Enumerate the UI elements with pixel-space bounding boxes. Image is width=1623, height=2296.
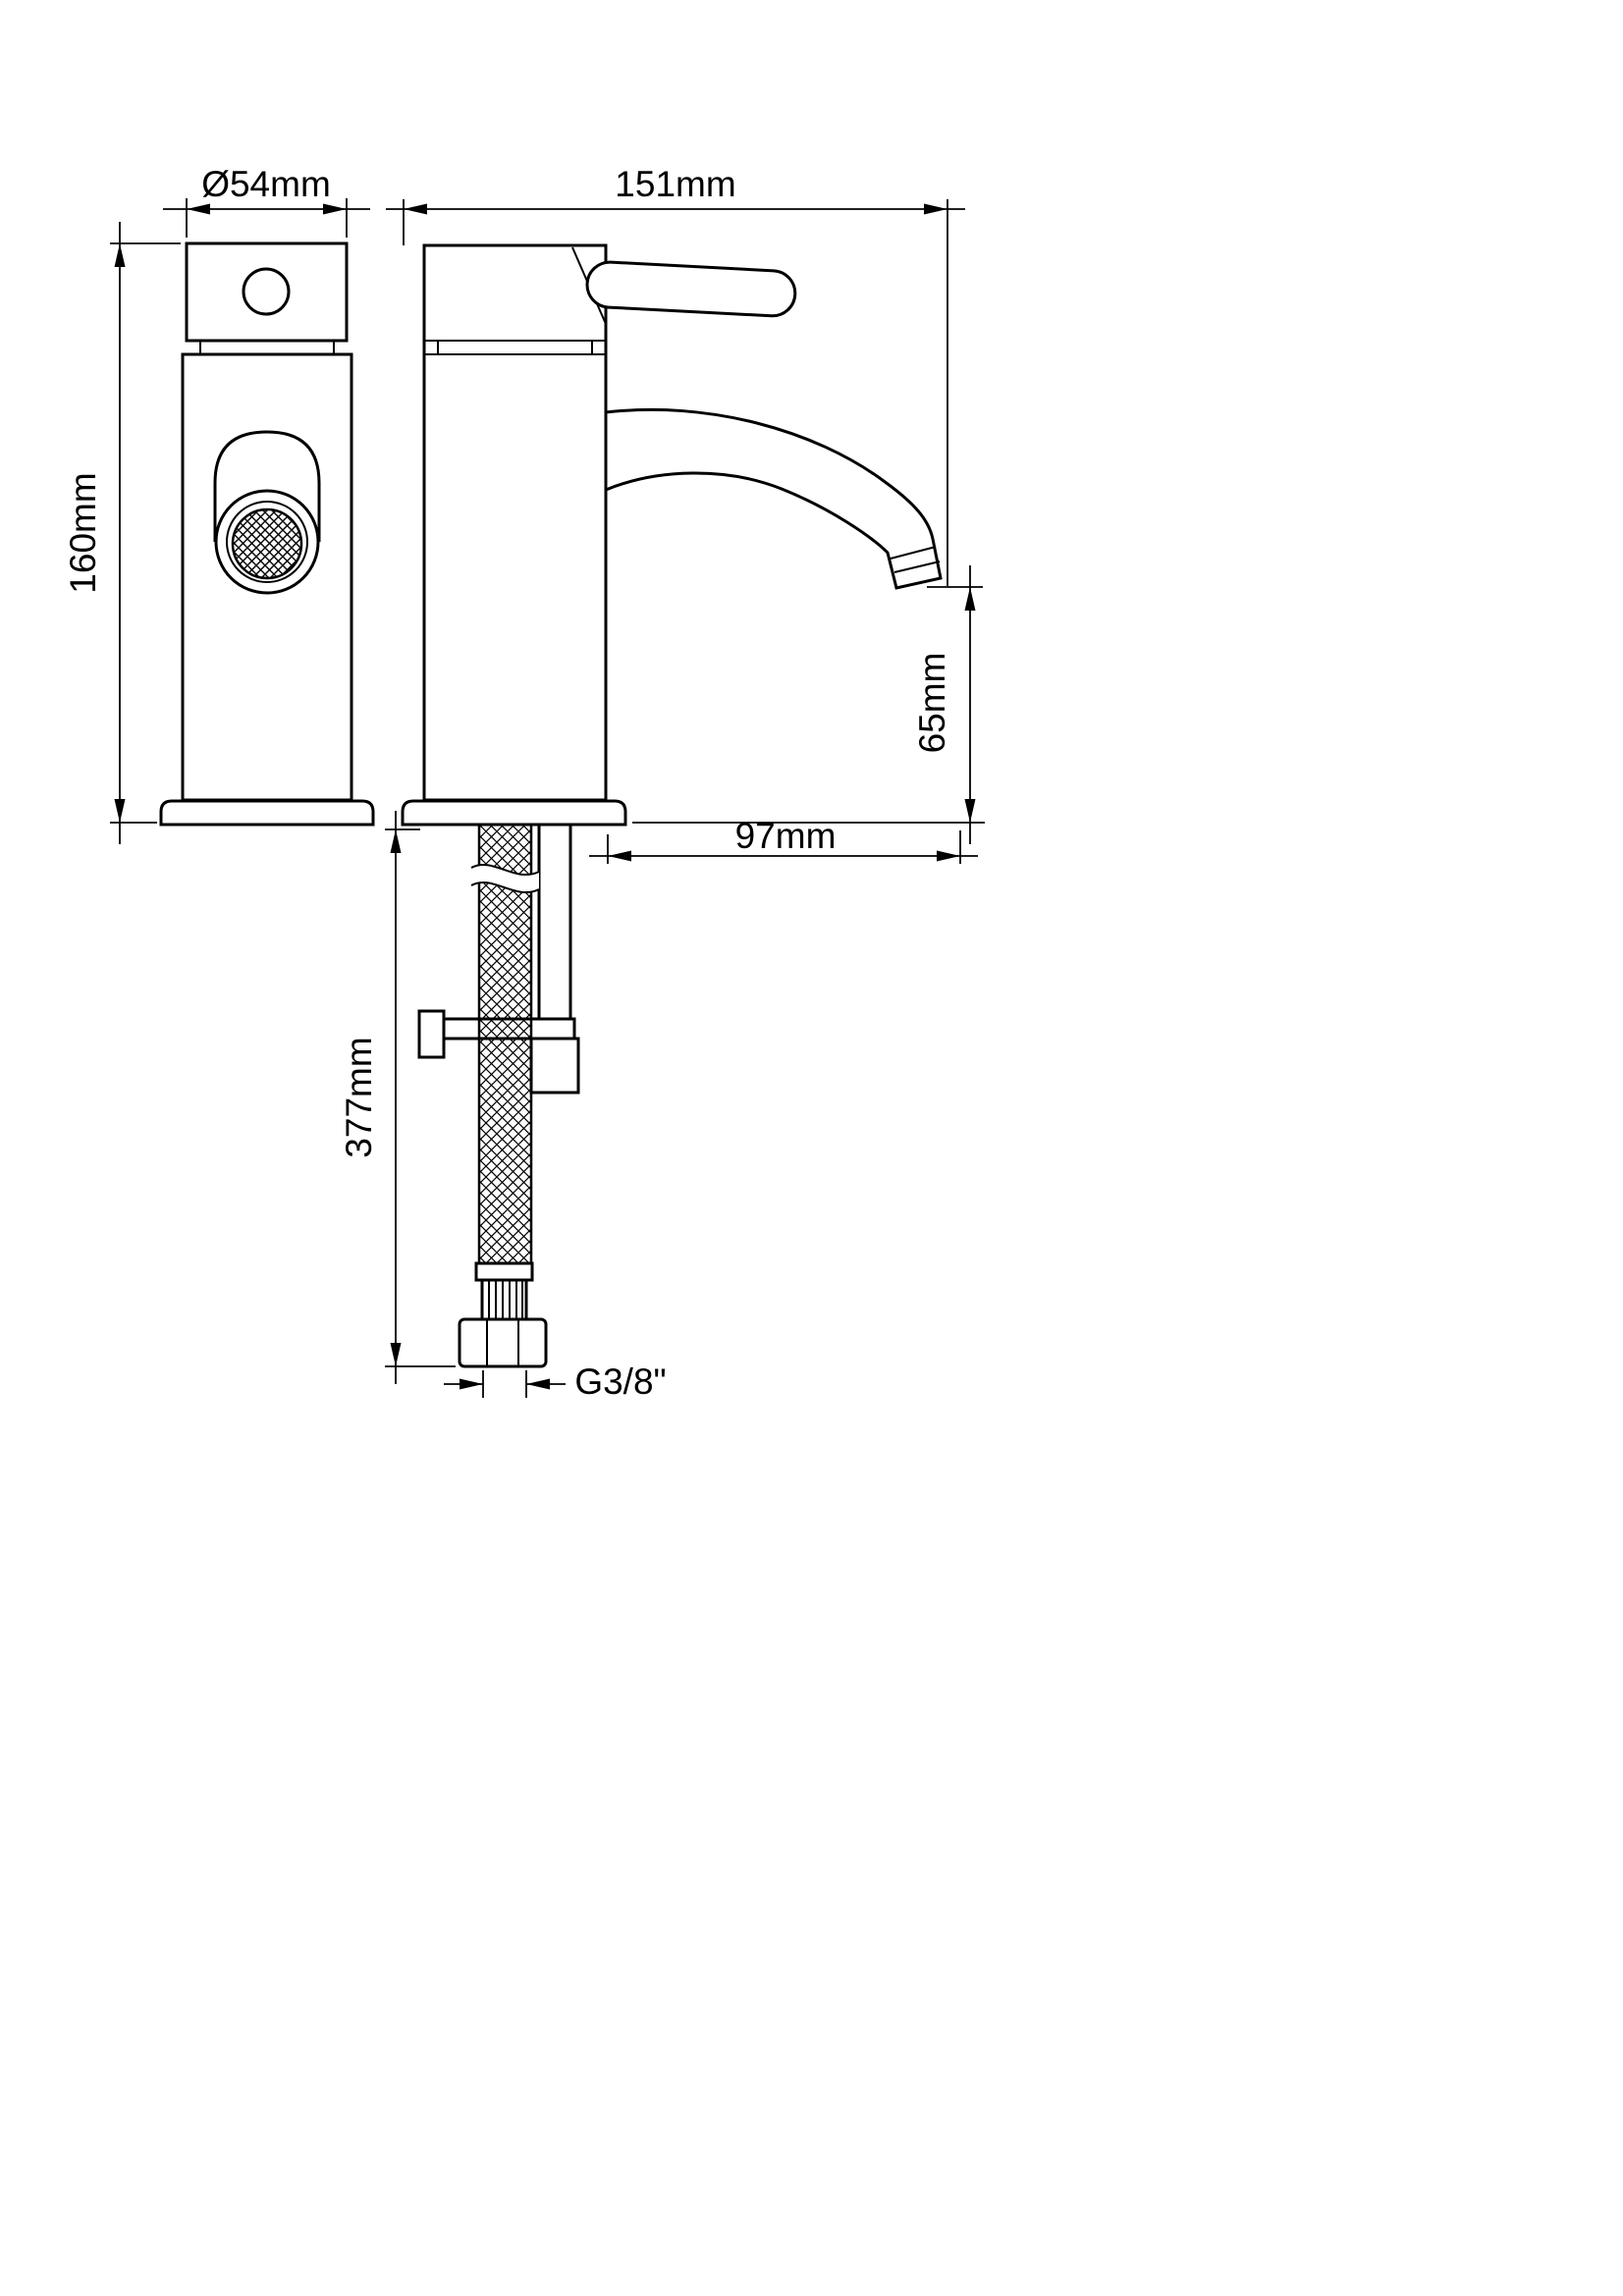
dim-overall-width: 151mm [386,164,965,586]
dim-body-height: 160mm [63,222,181,844]
side-view [401,243,943,1368]
dim-body-height-label: 160mm [63,472,103,593]
front-cap [185,241,349,343]
dim-spout-reach: 97mm [589,816,978,864]
dim-hose-length-label: 377mm [339,1037,379,1157]
spout [604,407,943,590]
under-counter-assembly [417,823,580,1368]
dim-connection-thread-label: G3/8" [574,1362,666,1402]
hose-break [471,864,539,893]
front-cap-button [242,267,291,316]
dim-hose-length: 377mm [339,811,456,1384]
front-spout-housing [213,430,321,542]
dim-overall-width-label: 151mm [615,164,735,204]
spout-tip-line [893,561,941,573]
mounting-tab [417,1009,446,1059]
dim-spout-clearance: 65mm [632,565,985,844]
stud-nut-block [529,1037,580,1095]
dim-spout-clearance-label: 65mm [912,653,952,754]
front-view [159,241,375,827]
handle-lever [585,260,797,318]
dim-diameter: Ø54mm [163,164,370,238]
mounting-stud [537,823,572,1021]
dim-connection-thread: G3/8" [444,1362,667,1402]
dim-spout-reach-label: 97mm [735,816,837,856]
side-base [401,799,627,827]
aerator-mesh [231,507,303,580]
connector-nut [458,1317,548,1368]
front-base [159,799,375,827]
dim-diameter-label: Ø54mm [201,164,331,204]
spout-tip-line [890,546,937,560]
hose-collar [474,1261,534,1282]
side-body [422,243,608,802]
aerator [214,489,320,595]
